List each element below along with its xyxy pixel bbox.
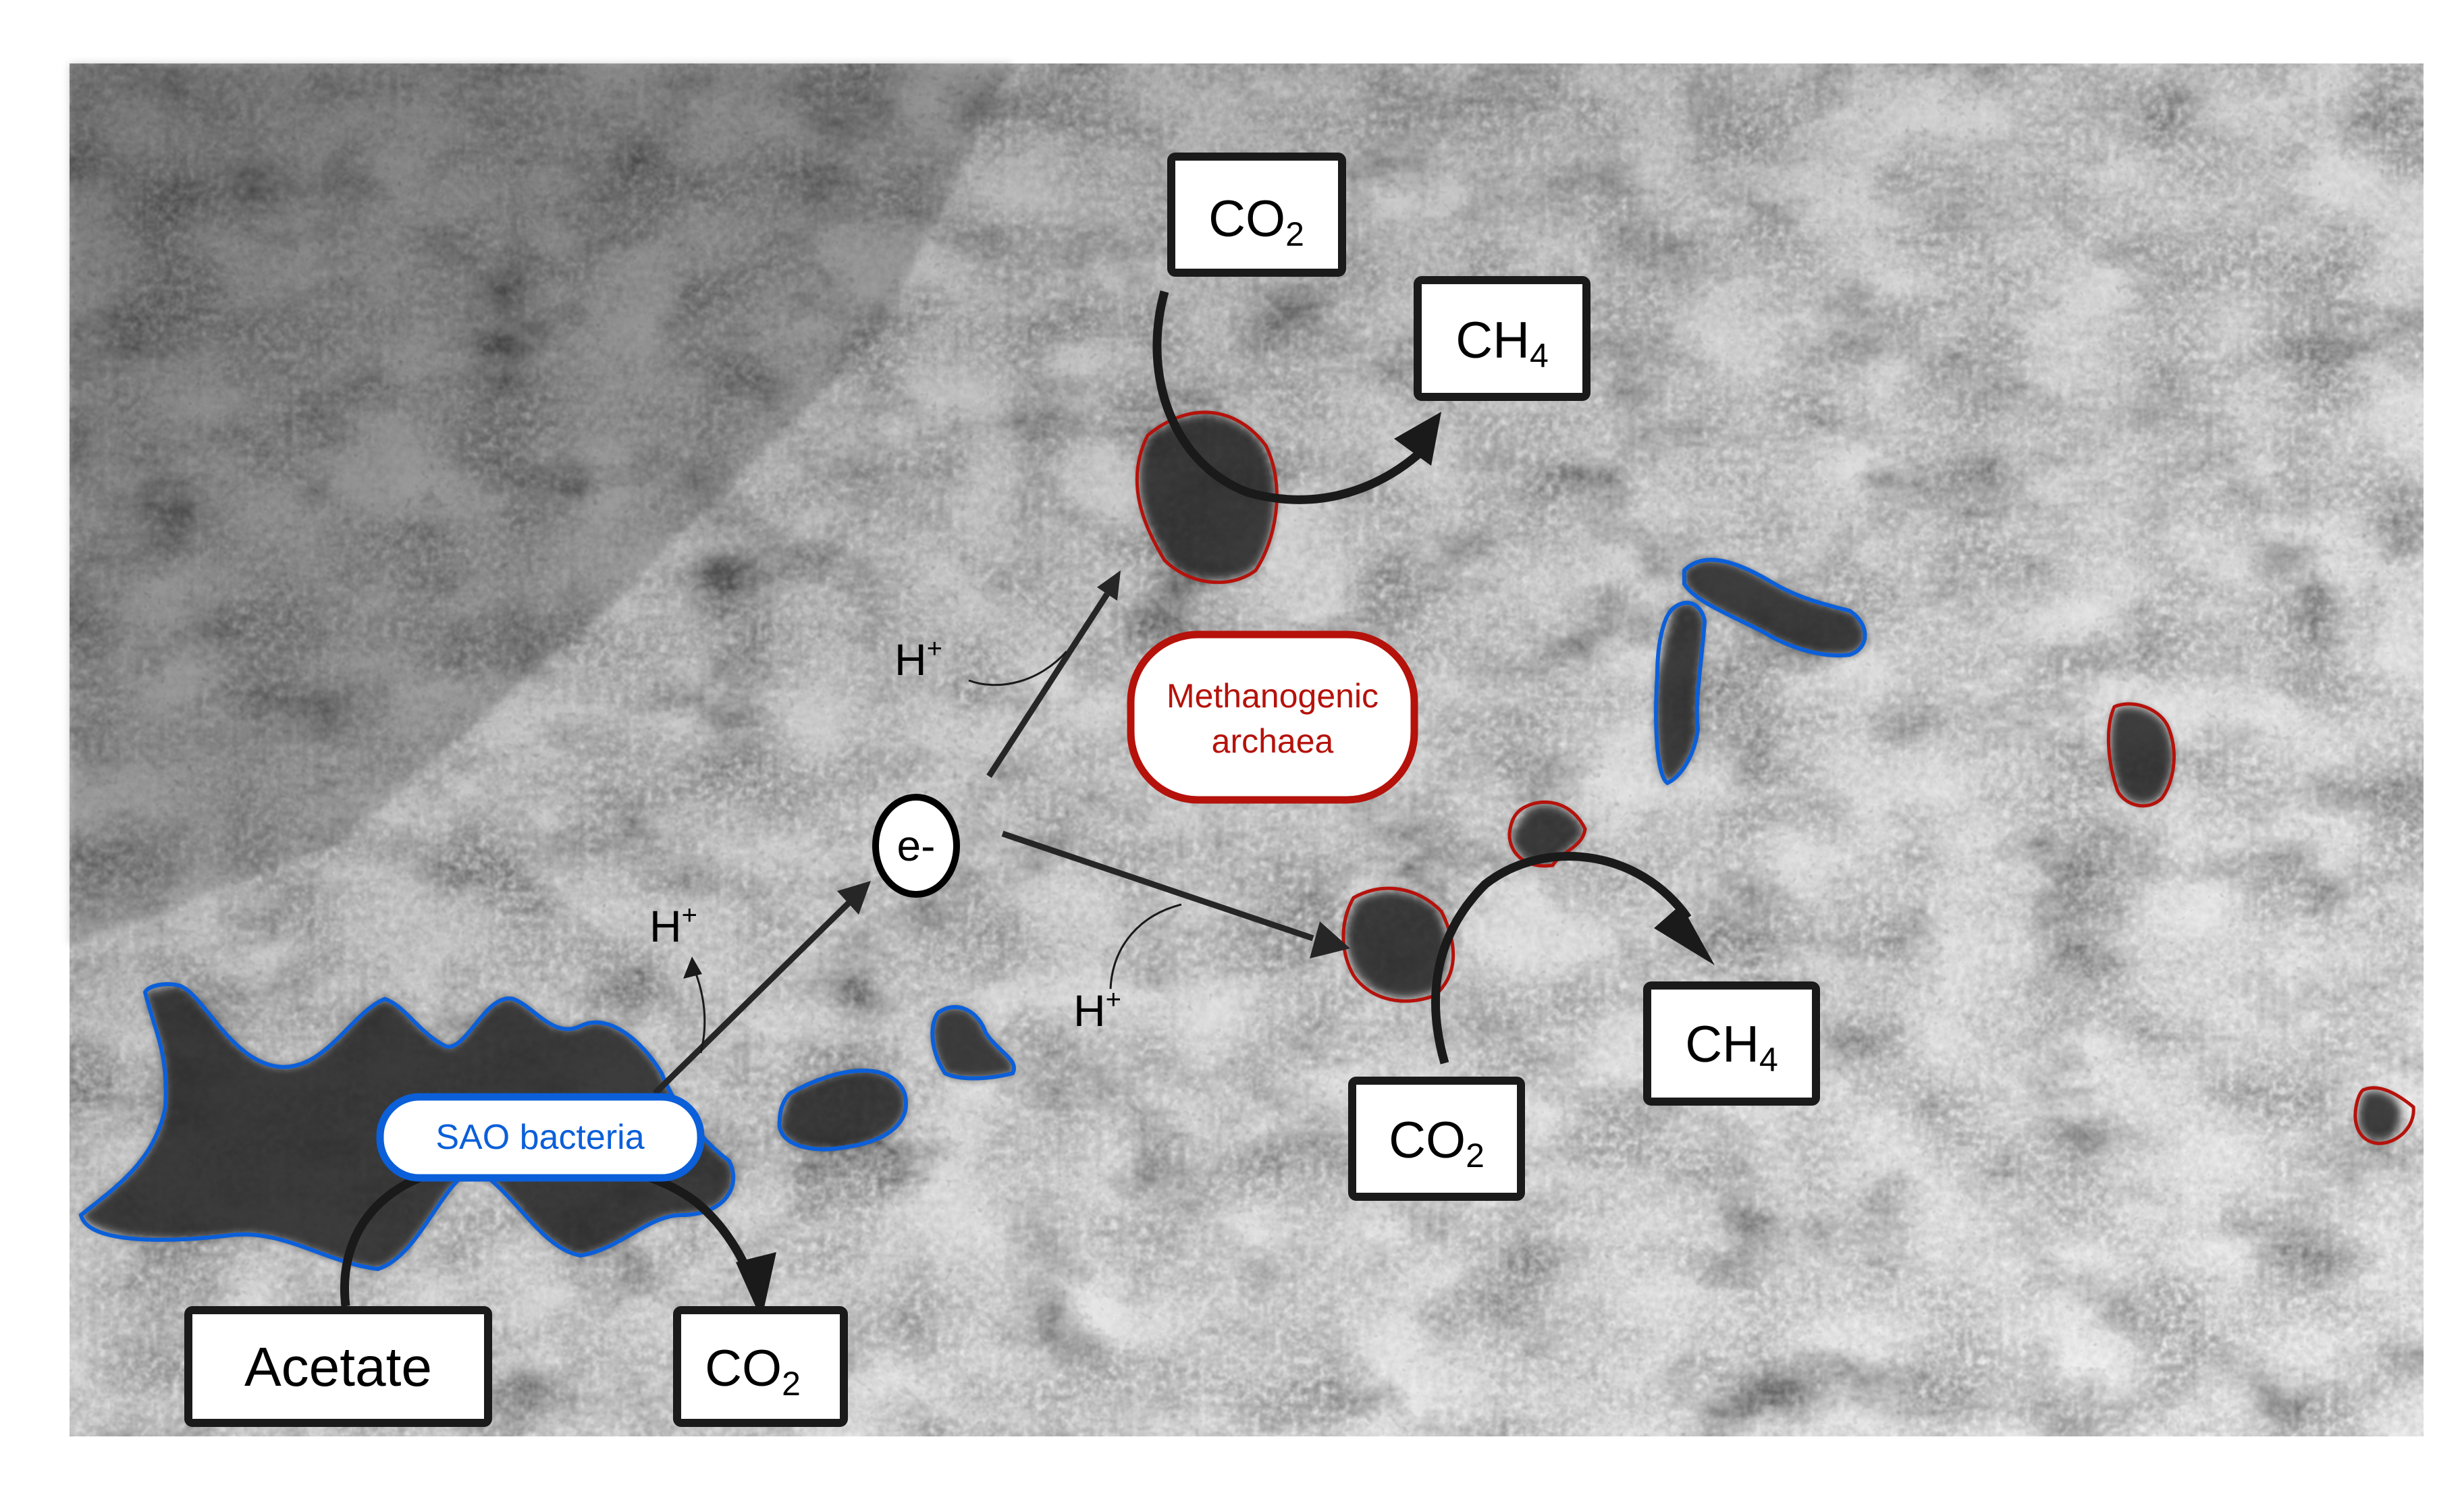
reaction-arrow-right [1431, 852, 1692, 1064]
electron-text: e- [897, 821, 936, 870]
svg-text:CH4: CH4 [1455, 312, 1549, 375]
proton-label-top: H+ [894, 634, 942, 684]
cell-bodies [81, 415, 2401, 1269]
arrow-electron-to-archaea-right [1001, 830, 1314, 942]
methanogenic-archaea-label: Methanogenic archaea [1127, 630, 1418, 804]
arrow-sao-to-electron [652, 898, 853, 1096]
archaea-cell-outline [1135, 410, 1279, 585]
proton-label-left: H+ [649, 900, 697, 951]
arrows [340, 290, 1715, 1320]
arrowhead [683, 956, 702, 979]
chem-box-co2-sao: CO2 [673, 1306, 848, 1427]
archaea-cell-outline [2106, 702, 2176, 808]
arrowhead [736, 1252, 776, 1320]
archaea-cell-outline [2353, 1086, 2415, 1145]
chem-box-co2-right: CO2 [1348, 1077, 1525, 1201]
svg-text:CO2: CO2 [1208, 190, 1304, 253]
archaea-cell-outline [1507, 800, 1587, 868]
sao-cell-outline [1682, 558, 1867, 657]
sao-bacteria-text: SAO bacteria [435, 1118, 644, 1157]
reaction-arrow-top [1152, 290, 1428, 504]
proton-arrow-right [1109, 903, 1182, 990]
sao-cell-outline [1654, 600, 1707, 786]
sao-cell-outline [78, 982, 736, 1272]
proton-arrow-top [968, 651, 1068, 686]
sao-cell-outline [777, 1069, 908, 1152]
arrowhead [1097, 570, 1121, 601]
electron-node: e- [872, 794, 960, 898]
svg-text:Acetate: Acetate [244, 1336, 432, 1398]
proton-labels: H+ H+ H+ [649, 634, 1121, 1035]
proton-label-right: H+ [1073, 985, 1121, 1035]
methanogenic-text-line1: Methanogenic [1167, 677, 1379, 715]
svg-text:CH4: CH4 [1685, 1016, 1778, 1079]
arrowhead [837, 881, 871, 915]
svg-text:CO2: CO2 [1389, 1112, 1485, 1174]
chem-box-ch4-right: CH4 [1643, 981, 1820, 1106]
arrowhead [1310, 921, 1350, 959]
chem-box-acetate: Acetate [184, 1306, 492, 1427]
chem-box-co2-top: CO2 [1167, 153, 1346, 277]
sao-bacteria-outlines [78, 558, 1867, 1272]
arrowhead [1394, 412, 1441, 466]
chem-box-ch4-top: CH4 [1414, 276, 1590, 401]
arrow-electron-to-archaea-top [986, 592, 1110, 778]
arrowhead [1654, 905, 1715, 965]
sao-cell-outline [930, 1004, 1016, 1081]
proton-arrow-left [694, 971, 706, 1054]
svg-text:CO2: CO2 [705, 1340, 801, 1403]
methanogenic-text-line2: archaea [1212, 722, 1334, 760]
sao-bacteria-label: SAO bacteria [376, 1093, 705, 1182]
